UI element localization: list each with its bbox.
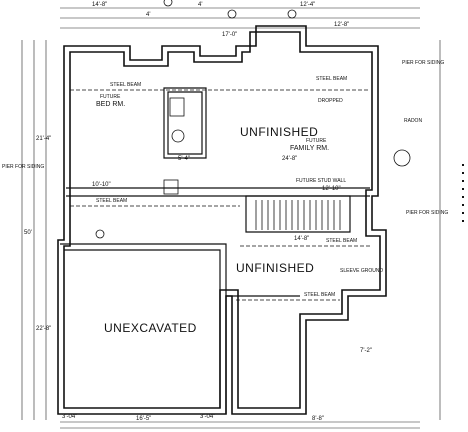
stair [255,200,341,230]
dim-top-1: 14'-8" [92,2,107,8]
fixtures [95,0,411,239]
dim-top-3: 12'-4" [300,2,315,8]
room-family-future: FUTURE [306,138,327,144]
dim-top-5: 12'-8" [334,22,349,28]
dim-top-2: 4' [198,2,202,8]
note-pier-right: PIER FOR SIDING [402,60,444,66]
steel-beams [70,89,370,301]
dim-mid-1: 24'-8" [282,156,297,162]
dim-mid-6: 7'-2" [360,348,372,354]
tick-marks [462,164,464,222]
foundation-walls [57,25,387,415]
dim-bot-3: 3'-04" [200,414,215,420]
note-dropped: DROPPED [318,98,343,104]
dim-bot-2: 16'-5" [136,416,151,422]
room-unexcavated: UNEXCAVATED [104,321,197,335]
room-bed-future: FUTURE [100,94,121,100]
note-steel-beam-3: STEEL BEAM [326,238,357,244]
dim-bot-4: 8'-8" [312,416,324,422]
note-steel-beam-1: STEEL BEAM [110,82,141,88]
note-future-stud-wall: FUTURE STUD WALL [296,178,346,184]
dim-top-4: 4' [146,12,150,18]
note-steel-beam-4: STEEL BEAM [304,292,335,298]
note-sleeve-ground: SLEEVE GROUND [340,268,383,274]
room-unfinished-bottom: UNFINISHED [236,261,314,275]
note-pier-right2: PIER FOR SIDING [406,210,448,216]
dim-left-3: 22'-8" [36,326,51,332]
dim-left-1: 21'-4" [36,136,51,142]
note-steel-beam-2: STEEL BEAM [96,198,127,204]
note-steel-beam-5: STEEL BEAM [316,76,347,82]
room-bed: BED RM. [96,101,125,108]
dim-mid-5: 14'-8" [294,236,309,242]
dim-mid-3: 10'-10" [92,182,111,188]
note-pier-left: PIER FOR SIDING [2,164,44,170]
dim-mid-2: 5'-4" [178,156,190,162]
dim-mid-4: 12'-10" [322,186,341,192]
dim-top-6: 17'-0" [222,32,237,38]
note-radon: RADON [404,118,422,124]
room-unfinished-top: UNFINISHED [240,125,318,139]
interior-walls [60,87,370,414]
dim-left-2: 50' [24,230,32,236]
room-family: FAMILY RM. [290,145,329,152]
dim-bot-1: 3'-04" [62,414,77,420]
dimension-lines [21,7,441,429]
